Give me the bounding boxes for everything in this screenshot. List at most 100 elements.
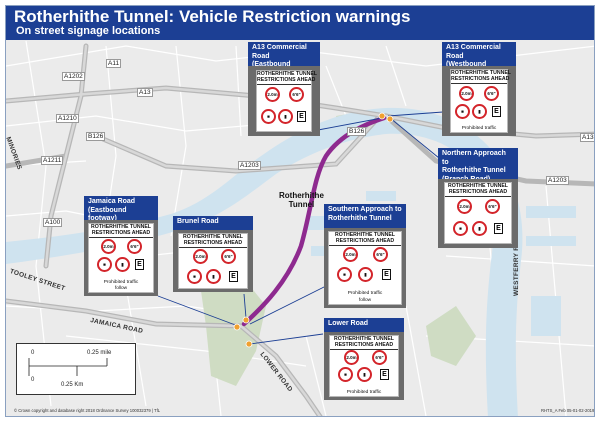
scale-zero-mile: 0 bbox=[31, 350, 35, 356]
no-bus-icon: ▮ bbox=[278, 109, 293, 124]
card-title-line: Rotherhithe Tunnel bbox=[442, 167, 506, 174]
sign-header-line: RESTRICTIONS AHEAD bbox=[257, 76, 316, 83]
card-northern-approach-title: Northern Approach to Rotherhithe Tunnel … bbox=[438, 148, 518, 183]
card-northern-approach: Northern Approach to Rotherhithe Tunnel … bbox=[438, 148, 518, 248]
sign-header-line: RESTRICTIONS AHEAD bbox=[183, 239, 243, 246]
height-limit-icon: 2.0m bbox=[265, 87, 280, 102]
dock-2 bbox=[311, 246, 333, 256]
tunnel-label-line1: Rotherhithe bbox=[279, 191, 324, 200]
width-limit-icon: 6'6" bbox=[221, 249, 236, 264]
e-plate-icon: E bbox=[229, 271, 238, 282]
width-limit-icon: 6'6" bbox=[127, 239, 142, 254]
sign-header-line: RESTRICTIONS AHEAD bbox=[335, 237, 395, 244]
map-frame: Rotherhithe Tunnel: Vehicle Restriction … bbox=[5, 5, 595, 417]
marker-brunel-road bbox=[242, 316, 250, 324]
sign-footer-prohibited: Prohibited traffic bbox=[347, 290, 383, 296]
millwall-inner-dock bbox=[531, 296, 561, 336]
no-hgv-icon: ■ bbox=[453, 221, 468, 236]
height-limit-icon: 2.0m bbox=[459, 86, 474, 101]
sign-header-line: RESTRICTIONS AHEAD bbox=[451, 75, 510, 82]
width-limit-icon: 6'6" bbox=[484, 86, 499, 101]
millwall-dock bbox=[526, 236, 576, 246]
no-hgv-icon: ■ bbox=[261, 109, 276, 124]
sign-header-line: ROTHERHITHE TUNNEL bbox=[448, 182, 508, 189]
sign-header-line: ROTHERHITHE TUNNEL bbox=[334, 335, 394, 342]
scale-bar: 0 0.25 mile 0 0.25 Km bbox=[16, 343, 136, 395]
scale-km-label: 0.25 Km bbox=[61, 382, 84, 388]
e-plate-icon: E bbox=[380, 369, 389, 380]
road-label-a11: A11 bbox=[106, 59, 122, 68]
card-southern-approach: Southern Approach to Rotherhithe Tunnel … bbox=[324, 204, 406, 308]
title-bar: Rotherhithe Tunnel: Vehicle Restriction … bbox=[6, 6, 594, 40]
road-label-a1202: A1202 bbox=[62, 72, 85, 81]
southwark-park bbox=[201, 281, 266, 386]
card-jamaica-road-title: Jamaica Road (Eastbound footway) bbox=[84, 196, 158, 222]
no-hgv-icon: ■ bbox=[337, 267, 352, 282]
card-a13-westbound: A13 Commercial Road (Westbound footway) … bbox=[442, 42, 516, 136]
sign-footer: Prohibited traffic bbox=[461, 125, 497, 131]
tunnel-label-line2: Tunnel bbox=[288, 200, 315, 209]
card-title-line: Jamaica Road bbox=[88, 198, 136, 205]
marker-jamaica-road bbox=[233, 323, 241, 331]
card-lower-road-title: Lower Road bbox=[324, 318, 404, 332]
mudchute-park bbox=[426, 306, 476, 366]
card-brunel-road-title: Brunel Road bbox=[173, 216, 253, 230]
road-label-b126-east: B126 bbox=[347, 127, 367, 136]
card-jamaica-road: Jamaica Road (Eastbound footway) ROTHERH… bbox=[84, 196, 158, 296]
scale-bar-graphic bbox=[28, 358, 108, 376]
sign-header-line: RESTRICTIONS AHEAD bbox=[448, 188, 508, 195]
height-limit-icon: 2.0m bbox=[344, 350, 359, 365]
e-plate-icon: E bbox=[382, 269, 391, 280]
no-hgv-icon: ■ bbox=[338, 367, 353, 382]
road-label-a1211: A1211 bbox=[41, 156, 64, 165]
road-label-a13-east: A13 bbox=[580, 133, 594, 142]
road-label-a1203-east: A1203 bbox=[546, 176, 569, 185]
e-plate-icon: E bbox=[494, 223, 503, 234]
no-bus-icon: ▮ bbox=[472, 221, 487, 236]
e-plate-icon: E bbox=[492, 106, 501, 117]
card-a13-eastbound: A13 Commercial Road (Eastbound footway) … bbox=[248, 42, 320, 136]
no-hgv-icon: ■ bbox=[455, 104, 470, 119]
map-title: Rotherhithe Tunnel: Vehicle Restriction … bbox=[14, 7, 411, 26]
height-limit-icon: 2.0m bbox=[101, 239, 116, 254]
card-title-line: A13 Commercial Road bbox=[252, 44, 307, 60]
card-southern-approach-title: Southern Approach to Rotherhithe Tunnel bbox=[324, 204, 406, 228]
sign-header-line: ROTHERHITHE TUNNEL bbox=[257, 70, 317, 77]
width-limit-icon: 6'6" bbox=[485, 199, 500, 214]
sign-footer-follow: follow bbox=[114, 285, 128, 291]
card-title-line: Northern Approach to bbox=[442, 150, 506, 166]
scale-mile-label: 0.25 mile bbox=[87, 350, 112, 356]
road-label-b126-west: B126 bbox=[86, 132, 106, 141]
sign-header-line: ROTHERHITHE TUNNEL bbox=[183, 233, 243, 240]
marker-lower-road bbox=[245, 340, 253, 348]
no-hgv-icon: ■ bbox=[97, 257, 112, 272]
pointer-lines bbox=[157, 111, 444, 345]
sign-markers bbox=[233, 112, 394, 348]
height-limit-icon: 2.0m bbox=[457, 199, 472, 214]
marker-a13-eastbound bbox=[378, 112, 386, 120]
no-bus-icon: ▮ bbox=[357, 367, 372, 382]
card-title-line: A13 Commercial Road bbox=[446, 44, 501, 60]
sign-footer-prohibited: Prohibited traffic bbox=[346, 389, 382, 395]
sign-header-line: ROTHERHITHE TUNNEL bbox=[91, 223, 151, 230]
no-bus-icon: ▮ bbox=[358, 267, 373, 282]
west-india-dock bbox=[526, 206, 576, 218]
road-label-a1203-west: A1203 bbox=[238, 161, 261, 170]
no-hgv-icon: ■ bbox=[187, 269, 202, 284]
card-title-line: Southern Approach to bbox=[328, 206, 402, 213]
